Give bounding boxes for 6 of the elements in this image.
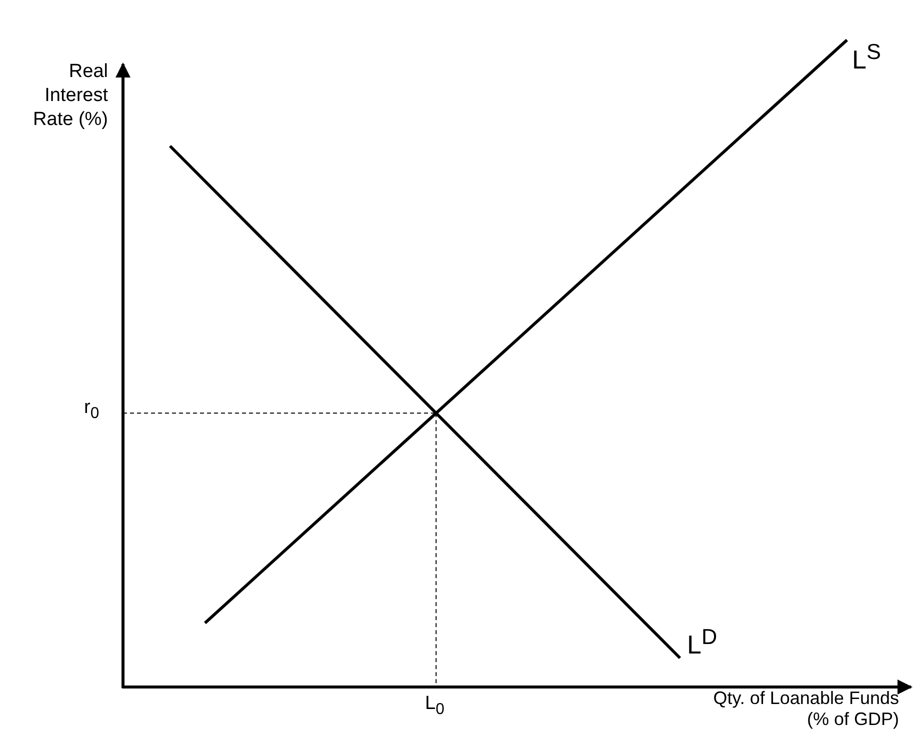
- axis-title: Qty. of Loanable Funds (% of GDP): [712, 688, 899, 730]
- axis-title: Real Interest Rate (%): [32, 60, 108, 132]
- curve-label: L$^{D}$: [687, 623, 718, 661]
- curve-label: L$^{S}$: [852, 38, 881, 76]
- axis-value-label: L$_{0}$: [425, 692, 444, 720]
- axis-value-label: r$_{0}$: [84, 396, 100, 424]
